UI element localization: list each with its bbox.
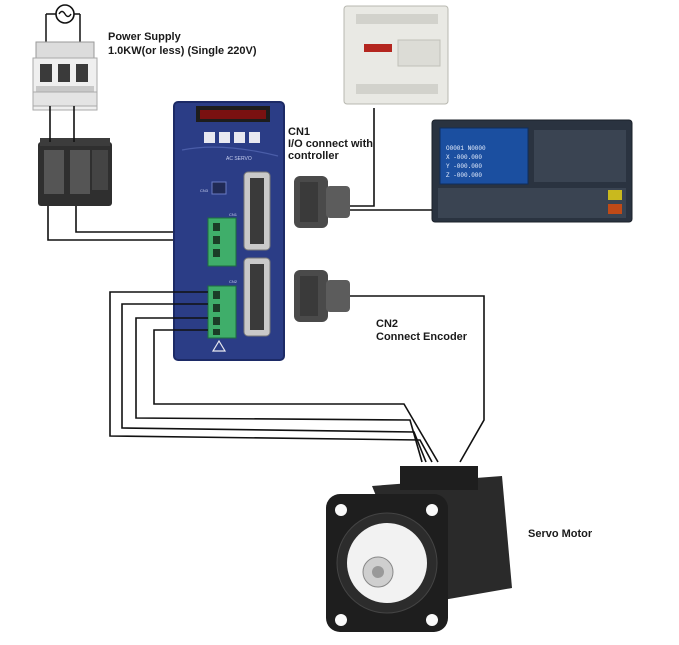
power-wires: [47, 106, 207, 241]
drive-port-cn3-label: CN3: [200, 188, 209, 193]
cn2-description: Connect Encoder: [376, 331, 468, 343]
servo-drive: [173, 101, 285, 361]
cn1-description-line1: I/O connect with: [288, 138, 373, 150]
cnc-screen-line: O0001 N0000: [446, 145, 486, 152]
cn1-title: CN1: [288, 126, 311, 138]
servo-motor: [326, 466, 512, 632]
servo-motor-label: Servo Motor: [528, 528, 593, 540]
signal-cables: [350, 108, 485, 463]
drive-port-cn1-label: CN1: [229, 212, 238, 217]
circuit-breaker: [32, 41, 98, 111]
cn1-cable-plug: [294, 176, 350, 228]
cnc-screen-lines: O0001 N0000 X -000.000 Y -000.000 Z -000…: [446, 145, 486, 179]
power-supply-spec: 1.0KW(or less) (Single 220V): [108, 45, 257, 57]
drive-brand-text: AC SERVO: [226, 156, 252, 162]
motor-power-cables: [109, 291, 439, 463]
power-supply-title: Power Supply: [108, 31, 181, 43]
drive-port-cn2-label: CN2: [229, 279, 238, 284]
cnc-screen-line: Y -000.000: [446, 163, 482, 170]
cn1-description-line2: controller: [288, 150, 339, 162]
cn2-title: CN2: [376, 318, 399, 330]
contactor: [38, 138, 112, 206]
ac-source-icon: [45, 4, 81, 46]
cn2-cable-plug: [294, 270, 350, 322]
cnc-screen-line: X -000.000: [446, 154, 482, 161]
cnc-controller: [431, 119, 633, 223]
plc-controller: [343, 5, 449, 105]
cnc-screen-line: Z -000.000: [446, 172, 482, 179]
